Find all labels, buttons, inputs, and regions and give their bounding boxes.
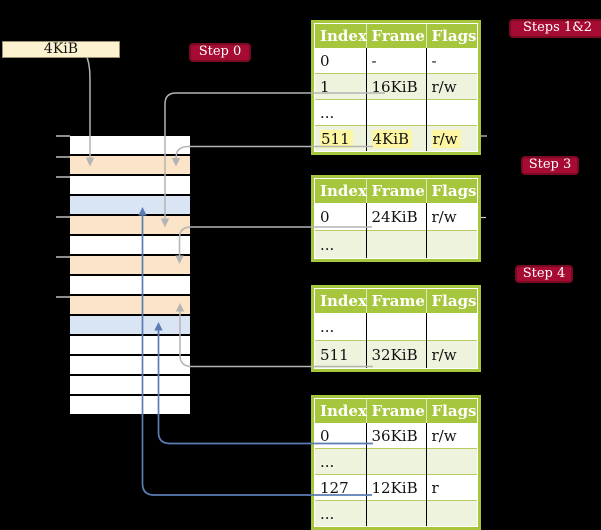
address-tick (56, 255, 70, 258)
address-tick (56, 135, 70, 137)
table-cell: ... (315, 448, 366, 475)
memory-row (70, 275, 190, 295)
badge-steps-1-2: Steps 1&2 (509, 19, 601, 38)
table-row: 127 12KiB r (315, 474, 477, 501)
table-cell (425, 99, 477, 126)
highlight: r/w (431, 129, 461, 148)
memory-row (70, 155, 190, 175)
column-header-flags: Flags (425, 179, 477, 203)
address-tick (56, 155, 70, 158)
column-header-frame: Frame (365, 399, 426, 423)
page-table-step-4-lower: Index Frame Flags 0 36KiB r/w ... 127 12… (311, 395, 481, 530)
memory-row (70, 395, 190, 414)
memory-column (70, 136, 190, 414)
table-cell: 0 (320, 426, 330, 445)
column-header-flags: Flags (425, 399, 477, 423)
table-cell: 4KiB (365, 125, 426, 151)
badge-step-3: Step 3 (521, 156, 579, 175)
memory-row (70, 295, 190, 315)
column-header-index: Index (315, 24, 367, 48)
table-row-highlighted: 511 4KiB r/w (315, 125, 477, 151)
table-row: 1 16KiB r/w (315, 73, 477, 100)
table-cell: 511 (315, 340, 366, 368)
table-row: ... (315, 230, 477, 258)
page-table-steps-1-2: Index Frame Flags 0 - - 1 16KiB r/w ... … (311, 20, 481, 155)
table-cell (365, 99, 426, 126)
address-tick (56, 215, 70, 218)
memory-row (70, 215, 190, 235)
memory-row (70, 235, 190, 255)
table-cell (365, 500, 426, 526)
table-cell: ... (315, 99, 366, 126)
table-cell: r/w (425, 340, 477, 368)
table-row: ... (315, 500, 477, 526)
frame-size-label: 4KiB (2, 41, 120, 58)
column-header-index: Index (315, 399, 367, 423)
table-row: 0 24KiB r/w (315, 203, 477, 231)
table-header-row: Index Frame Flags (315, 289, 477, 313)
table-cell (425, 313, 477, 341)
memory-row (70, 136, 190, 155)
memory-row (70, 175, 190, 195)
table-cell: 16KiB (365, 73, 426, 100)
highlight: 511 (320, 129, 353, 148)
badge-step-0: Step 0 (189, 43, 251, 62)
memory-row (70, 315, 190, 335)
table-cell (425, 230, 477, 258)
table-cell: - (425, 48, 477, 74)
page-table-step-3: Index Frame Flags 0 24KiB r/w ... (311, 175, 481, 262)
column-header-frame: Frame (365, 24, 426, 48)
table-cell: - (365, 48, 426, 74)
table-cell: r/w (425, 125, 477, 151)
table-cell: 12KiB (365, 474, 426, 501)
page-table-step-4-upper: Index Frame Flags ... 511 32KiB r/w (311, 285, 481, 372)
table-header-row: Index Frame Flags (315, 399, 477, 423)
table-row: ... (315, 313, 477, 341)
table-cell (365, 313, 426, 341)
address-tick (56, 175, 70, 178)
table-cell: r/w (425, 73, 477, 100)
table-row: ... (315, 99, 477, 126)
table-header-row: Index Frame Flags (315, 24, 477, 48)
table-cell: 0 (320, 51, 330, 70)
table-row: 0 36KiB r/w (315, 423, 477, 449)
table-cell (365, 230, 426, 258)
table-cell: 1 (315, 73, 366, 100)
address-tick (56, 295, 70, 298)
table-cell: 511 (315, 125, 366, 151)
table-cell: ... (320, 317, 335, 336)
badge-step-4: Step 4 (515, 265, 573, 283)
memory-row (70, 335, 190, 355)
column-header-index: Index (315, 179, 367, 203)
column-header-flags: Flags (425, 24, 477, 48)
table-cell: ... (315, 500, 366, 526)
table-cell: r/w (425, 423, 477, 449)
memory-row (70, 195, 190, 215)
table-cell: r (425, 474, 477, 501)
highlight: 4KiB (371, 129, 413, 148)
memory-row (70, 255, 190, 275)
column-header-index: Index (315, 289, 367, 313)
table-cell: 32KiB (365, 340, 426, 368)
table-row: 511 32KiB r/w (315, 340, 477, 368)
column-header-frame: Frame (365, 289, 426, 313)
table-cell: r/w (425, 203, 477, 231)
table-cell (365, 448, 426, 475)
table-header-row: Index Frame Flags (315, 179, 477, 203)
table-row: ... (315, 448, 477, 475)
table-cell: 127 (315, 474, 366, 501)
table-cell: 24KiB (365, 203, 426, 231)
table-cell (425, 500, 477, 526)
memory-row (70, 375, 190, 394)
column-header-flags: Flags (425, 289, 477, 313)
table-row: 0 - - (315, 48, 477, 74)
column-header-frame: Frame (365, 179, 426, 203)
table-cell: ... (315, 230, 366, 258)
table-cell: 36KiB (365, 423, 426, 449)
memory-row (70, 355, 190, 375)
table-cell: 0 (320, 207, 330, 226)
table-cell (425, 448, 477, 475)
